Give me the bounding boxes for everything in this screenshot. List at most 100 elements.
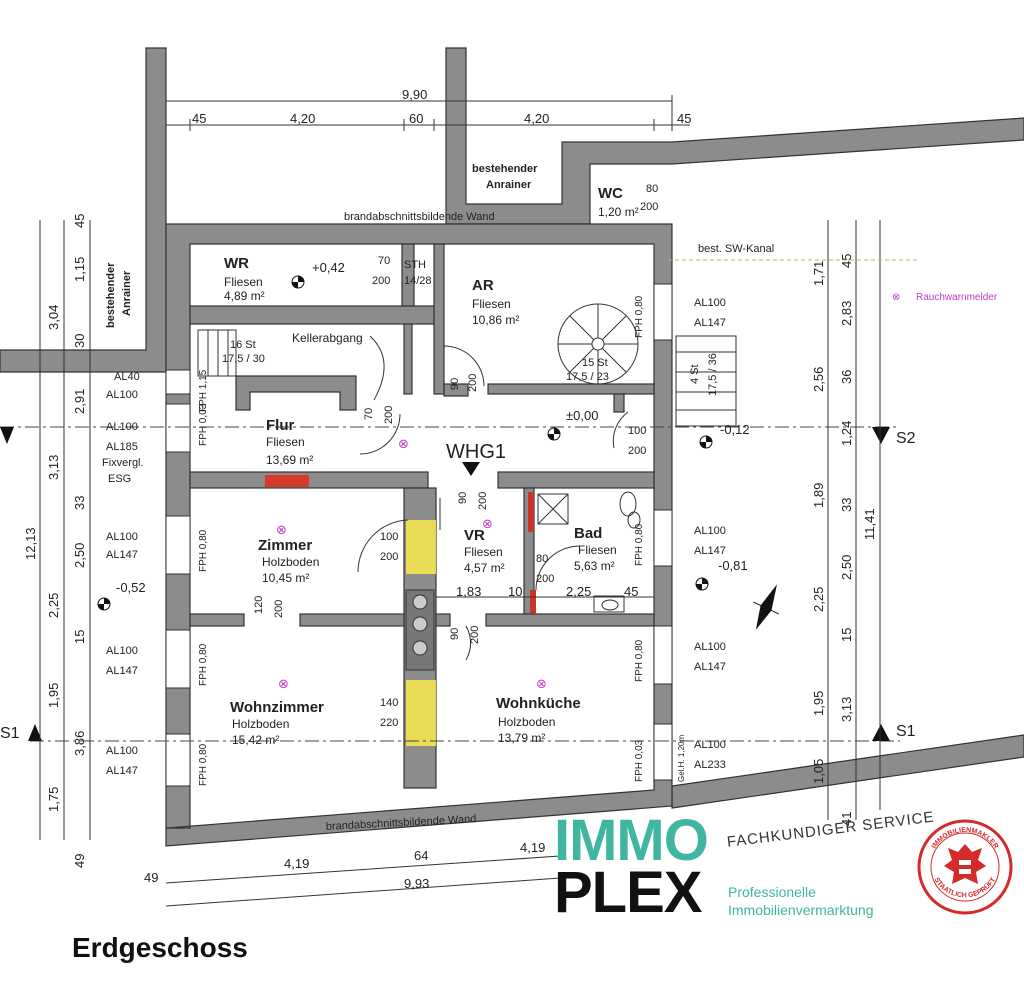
dim-left-outer: 3,04: [46, 305, 61, 330]
sth-value: 14/28: [404, 275, 432, 287]
dim-left-inner: 2,25: [46, 593, 61, 618]
level: ±0,00: [566, 408, 598, 423]
window-label-right: AL147: [694, 661, 726, 673]
dim-right-inner: 36: [839, 370, 854, 384]
window-label-right: AL100: [694, 297, 726, 309]
svg-text:⊗: ⊗: [398, 437, 409, 452]
spiral-stairs-count: 15 St: [582, 357, 608, 369]
room-name: Zimmer: [258, 537, 312, 554]
room-area: 13,69 m²: [266, 453, 313, 467]
window-label-left: AL40: [114, 371, 140, 383]
room-floor: Fliesen: [464, 545, 503, 559]
dim-left-inner: 3,13: [46, 455, 61, 480]
room-wr: WR Fliesen 4,89 m²: [224, 255, 265, 303]
door-dim: 120: [253, 596, 265, 614]
dim-top: [165, 95, 690, 131]
dim-left-inner: 30: [72, 334, 87, 348]
window-label-left: AL100: [106, 645, 138, 657]
room-area: 4,57 m²: [464, 561, 505, 575]
opening-yellow-zimmer: [406, 520, 436, 574]
door-wc: 200: [640, 201, 658, 213]
level: +0,42: [312, 260, 345, 275]
room-area: 15,42 m²: [232, 733, 279, 747]
window-label-left: AL185: [106, 441, 138, 453]
door-marker-red-vr: [528, 492, 534, 532]
door-swings: [357, 345, 629, 661]
dim-right-inner: 1,24: [839, 421, 854, 446]
room-area: 4,89 m²: [224, 289, 265, 303]
room-area: 13,79 m²: [498, 731, 545, 745]
immoplex-logo: IMMO PLEX FACHKUNDIGER SERVICE Professio…: [552, 809, 1022, 932]
room-bad: Bad Fliesen 5,63 m²: [574, 525, 617, 573]
sth-label: STH: [404, 259, 426, 271]
side-stairs-size: 17,5 / 36: [707, 353, 719, 396]
door-dim: 90: [449, 628, 461, 640]
door-dim: 140: [380, 697, 398, 709]
dim-right-inner: 41: [839, 812, 854, 826]
cellar-stairs: [197, 329, 385, 401]
room-ar: AR Fliesen 10,86 m²: [472, 277, 519, 327]
logo-line2: Immobilienvermarktung: [728, 902, 874, 918]
window-label-left: AL100: [106, 531, 138, 543]
window-label-left: AL147: [106, 549, 138, 561]
room-floor: Fliesen: [224, 275, 263, 289]
fph-label: FPH 0,80: [634, 295, 645, 338]
fph-label: FPH 0,80: [198, 743, 209, 786]
dim-left-inner: 1,75: [46, 787, 61, 812]
door-dim: 200: [469, 626, 481, 644]
dim-right-inner: 45: [839, 254, 854, 268]
section-axes: [0, 426, 900, 742]
room-name-wc: WC: [598, 185, 623, 202]
spiral-stairs: [557, 303, 639, 385]
room-name: Wohnküche: [496, 695, 581, 712]
dim-bottom-part: 4,19: [520, 840, 545, 855]
windows-left: [165, 369, 191, 787]
window-label-left: AL147: [106, 765, 138, 777]
spiral-stairs-size: 17,5 / 23: [566, 371, 609, 383]
dim-top-part: 45: [677, 111, 691, 126]
side-stairs-count: 4 St: [689, 364, 701, 384]
neighbor-top-1: bestehender: [472, 163, 538, 175]
broker-seal-icon: IMMOBILIENMAKLER STAATLICH GEPRÜFT: [917, 819, 1013, 915]
logo-line1: Professionelle: [728, 884, 816, 900]
neighbor-left-2: Anrainer: [121, 270, 133, 316]
neighbor-walls: [0, 47, 1024, 809]
door-dim: 200: [467, 374, 479, 392]
room-zimmer: Zimmer Holzboden 10,45 m²: [258, 537, 319, 585]
dim-right-inner: 1,89: [811, 483, 826, 508]
dim-left-lines: [39, 220, 91, 840]
dim-top-part: 4,20: [524, 111, 549, 126]
room-area: 10,86 m²: [472, 313, 519, 327]
dim-right-inner: 33: [839, 498, 854, 512]
window-label-right: AL100: [694, 739, 726, 751]
dim-right-inner: 2,83: [839, 301, 854, 326]
dim-middle: 1,83: [456, 584, 481, 599]
dim-left-inner: 2,50: [72, 543, 87, 568]
door-dim: 200: [383, 406, 395, 424]
fph-label: FPH 0,80: [634, 523, 645, 566]
window-label-left: AL100: [106, 421, 138, 433]
room-name: Wohnzimmer: [230, 699, 324, 716]
svg-text:⊗: ⊗: [276, 523, 287, 538]
dim-left-outer: 49: [72, 854, 87, 868]
door-dim: 90: [449, 378, 461, 390]
room-name: AR: [472, 277, 494, 294]
door-dim: 200: [372, 275, 390, 287]
level: -0,81: [718, 558, 748, 573]
svg-text:⊗: ⊗: [278, 677, 289, 692]
room-wohnzimmer: Wohnzimmer Holzboden 15,42 m²: [230, 699, 324, 747]
dim-left-inner: 15: [72, 630, 87, 644]
dim-right-inner: 2,56: [811, 367, 826, 392]
dim-left-inner: 2,91: [72, 389, 87, 414]
dim-left-inner: 1,95: [46, 683, 61, 708]
neighbor-left-1: bestehender: [105, 262, 117, 328]
window-label-right: AL100: [694, 525, 726, 537]
fph-label: FPH 1,15: [198, 369, 209, 412]
dim-right-inner: 2,25: [811, 587, 826, 612]
room-floor: Fliesen: [578, 543, 617, 557]
room-area-wc: 1,20 m²: [598, 205, 639, 219]
dim-bottom-part: 64: [414, 848, 428, 863]
level: -0,12: [720, 422, 750, 437]
dim-bottom-part: 49: [144, 870, 158, 885]
